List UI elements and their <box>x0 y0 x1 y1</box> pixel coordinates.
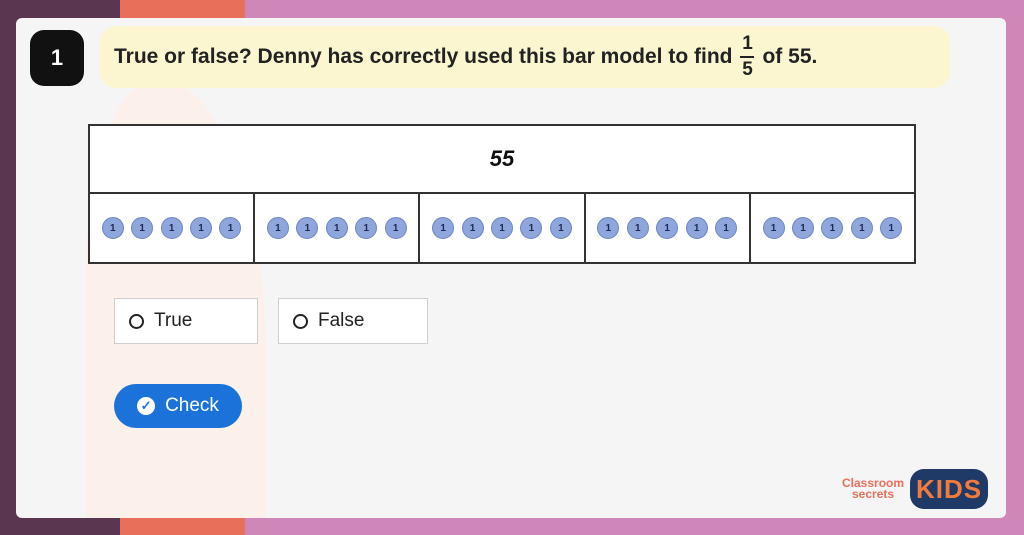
counter-one: 1 <box>131 217 154 239</box>
counter-one: 1 <box>160 217 183 239</box>
bar-model-total-value: 55 <box>489 146 515 171</box>
counter-one: 1 <box>384 217 407 239</box>
counter-one: 1 <box>266 217 289 239</box>
check-button-label: Check <box>165 395 219 416</box>
counter-one: 1 <box>190 217 213 239</box>
counter-one: 1 <box>597 217 620 239</box>
question-number-badge: 1 <box>30 30 84 86</box>
counter-one: 1 <box>432 217 455 239</box>
counter-one: 1 <box>821 217 844 239</box>
bar-model-total: 55 <box>90 126 914 194</box>
fraction-bar <box>740 56 755 58</box>
counter-one: 1 <box>850 217 873 239</box>
classroom-secrets-kids-logo: Classroom secrets KIDS <box>842 468 1002 510</box>
question-number: 1 <box>50 45 64 70</box>
classroom-secrets-wordmark: Classroom secrets <box>842 476 905 501</box>
radio-icon[interactable] <box>129 313 144 329</box>
counter-one: 1 <box>101 217 124 239</box>
option-false[interactable]: False <box>278 298 428 344</box>
question-prompt: True or false? Denny has correctly used … <box>100 26 950 88</box>
logo-line2: secrets <box>851 487 895 501</box>
fraction-numerator: 1 <box>742 33 753 54</box>
question-text-after: of 55. <box>762 45 818 68</box>
counter-one: 1 <box>491 217 513 239</box>
counter-one: 1 <box>296 217 319 239</box>
option-true[interactable]: True <box>114 298 258 344</box>
counter-one: 1 <box>549 217 572 239</box>
check-button[interactable]: ✓ Check <box>114 384 242 428</box>
counter-one: 1 <box>626 217 649 239</box>
question-card: 1 True or false? Denny has correctly use… <box>16 18 1006 518</box>
counter-one: 1 <box>355 217 378 239</box>
counter-one: 1 <box>685 217 708 239</box>
counter-one: 1 <box>762 217 785 239</box>
counter-one: 1 <box>715 217 738 239</box>
option-true-label: True <box>154 310 193 331</box>
counter-one: 1 <box>461 217 484 239</box>
fraction-denominator: 5 <box>742 59 753 80</box>
logo-line1: Classroom <box>842 476 905 490</box>
kids-text: KIDS <box>915 473 983 504</box>
counter-one: 1 <box>656 217 679 239</box>
counter-one: 1 <box>520 217 543 239</box>
check-circle-icon: ✓ <box>137 397 156 415</box>
counter-one: 1 <box>325 217 348 239</box>
radio-icon[interactable] <box>293 313 308 329</box>
question-text-before: True or false? Denny has correctly used … <box>114 45 733 68</box>
counter-one: 1 <box>880 217 903 239</box>
fraction: 1 5 <box>740 33 755 80</box>
option-false-label: False <box>318 310 365 331</box>
counter-one: 1 <box>219 217 242 239</box>
kids-badge: KIDS <box>910 469 989 509</box>
counter-one: 1 <box>791 217 814 239</box>
